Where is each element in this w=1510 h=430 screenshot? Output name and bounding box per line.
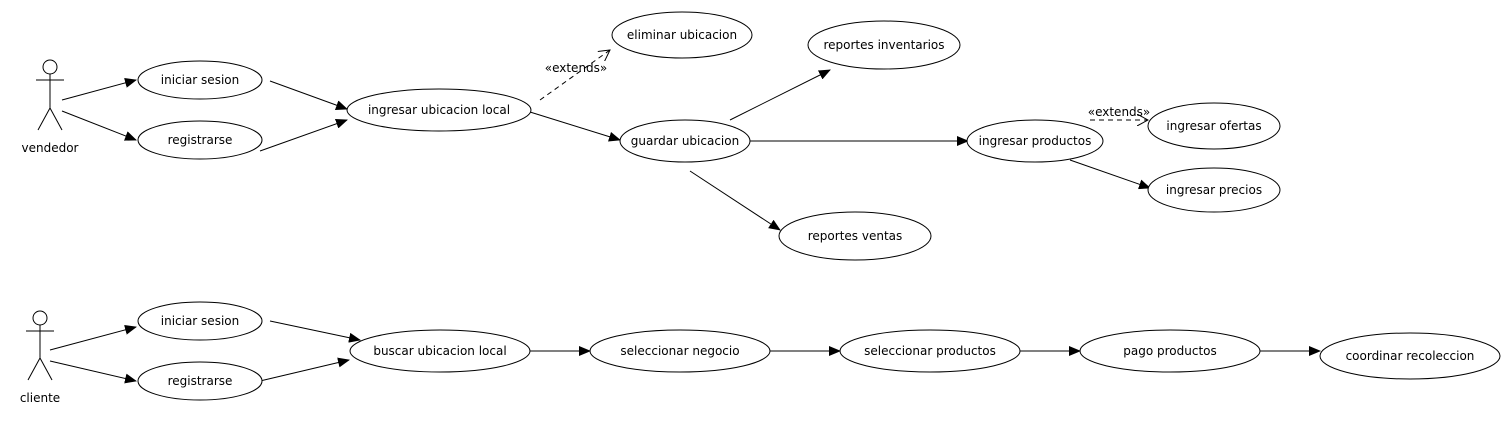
actor-cliente-label: cliente: [20, 391, 60, 405]
usecase-label: guardar ubicacion: [631, 134, 739, 148]
usecase-reportes-inventarios[interactable]: reportes inventarios: [807, 20, 961, 70]
usecase-ingresar-ubicacion-local[interactable]: ingresar ubicacion local: [346, 88, 532, 132]
usecase-guardar-ubicacion[interactable]: guardar ubicacion: [619, 119, 751, 163]
assoc-cliente-iniciar: [49, 325, 137, 351]
usecase-label: pago productos: [1123, 344, 1217, 358]
usecase-label: iniciar sesion: [161, 314, 239, 328]
usecase-seleccionar-productos[interactable]: seleccionar productos: [839, 329, 1021, 373]
actor-vendedor-label: vendedor: [22, 141, 79, 155]
usecase-vendedor-iniciar-sesion[interactable]: iniciar sesion: [137, 60, 263, 100]
usecase-label: eliminar ubicacion: [627, 28, 737, 42]
usecase-vendedor-registrarse[interactable]: registrarse: [137, 120, 263, 160]
usecase-eliminar-ubicacion[interactable]: eliminar ubicacion: [611, 11, 753, 59]
usecase-buscar-ubicacion-local[interactable]: buscar ubicacion local: [349, 329, 531, 373]
actor-head: [32, 310, 48, 326]
assoc-iniciar-ingresar: [269, 80, 348, 110]
usecase-ingresar-ofertas[interactable]: ingresar ofertas: [1147, 102, 1281, 150]
assoc-guardar-ventas: [689, 170, 781, 231]
actor-vendedor[interactable]: vendedor: [22, 59, 79, 155]
usecase-label: ingresar precios: [1166, 183, 1262, 197]
usecase-ingresar-productos[interactable]: ingresar productos: [966, 119, 1104, 163]
assoc-iniciar-buscar: [269, 320, 361, 343]
usecase-cliente-iniciar-sesion[interactable]: iniciar sesion: [137, 301, 263, 341]
assoc-ingresar-guardar: [529, 111, 621, 142]
actor-head: [42, 59, 58, 75]
assoc-vendedor-iniciar: [61, 78, 137, 101]
usecase-ingresar-precios[interactable]: ingresar precios: [1147, 167, 1281, 213]
actor-cliente[interactable]: cliente: [20, 310, 60, 405]
assoc-productos-precios: [1069, 159, 1151, 190]
assoc-vendedor-registrarse: [61, 110, 137, 141]
usecase-label: coordinar recoleccion: [1346, 349, 1475, 363]
usecase-coordinar-recoleccion[interactable]: coordinar recoleccion: [1319, 332, 1501, 380]
usecase-label: ingresar ubicacion local: [368, 103, 510, 117]
usecase-label: iniciar sesion: [161, 73, 239, 87]
extends-label-ofertas: «extends»: [1088, 105, 1151, 119]
extends-arrow-eliminar: [539, 50, 610, 101]
usecase-label: seleccionar negocio: [620, 344, 739, 358]
usecase-seleccionar-negocio[interactable]: seleccionar negocio: [589, 329, 771, 373]
assoc-registrarse-ingresar: [259, 118, 348, 152]
usecase-label: registrarse: [168, 374, 233, 388]
usecase-label: seleccionar productos: [864, 344, 996, 358]
extends-label-eliminar: «extends»: [545, 61, 608, 75]
usecase-label: ingresar ofertas: [1166, 119, 1261, 133]
usecase-label: ingresar productos: [979, 134, 1092, 148]
usecase-label: buscar ubicacion local: [373, 344, 506, 358]
usecase-reportes-ventas[interactable]: reportes ventas: [778, 211, 932, 261]
usecase-cliente-registrarse[interactable]: registrarse: [137, 361, 263, 401]
usecase-label: reportes inventarios: [823, 38, 944, 52]
usecase-label: reportes ventas: [808, 229, 903, 243]
assoc-registrarse-buscar: [259, 357, 350, 382]
assoc-guardar-inventarios: [729, 69, 831, 121]
assoc-cliente-registrarse: [49, 360, 137, 384]
usecase-pago-productos[interactable]: pago productos: [1079, 329, 1261, 373]
usecase-label: registrarse: [168, 133, 233, 147]
